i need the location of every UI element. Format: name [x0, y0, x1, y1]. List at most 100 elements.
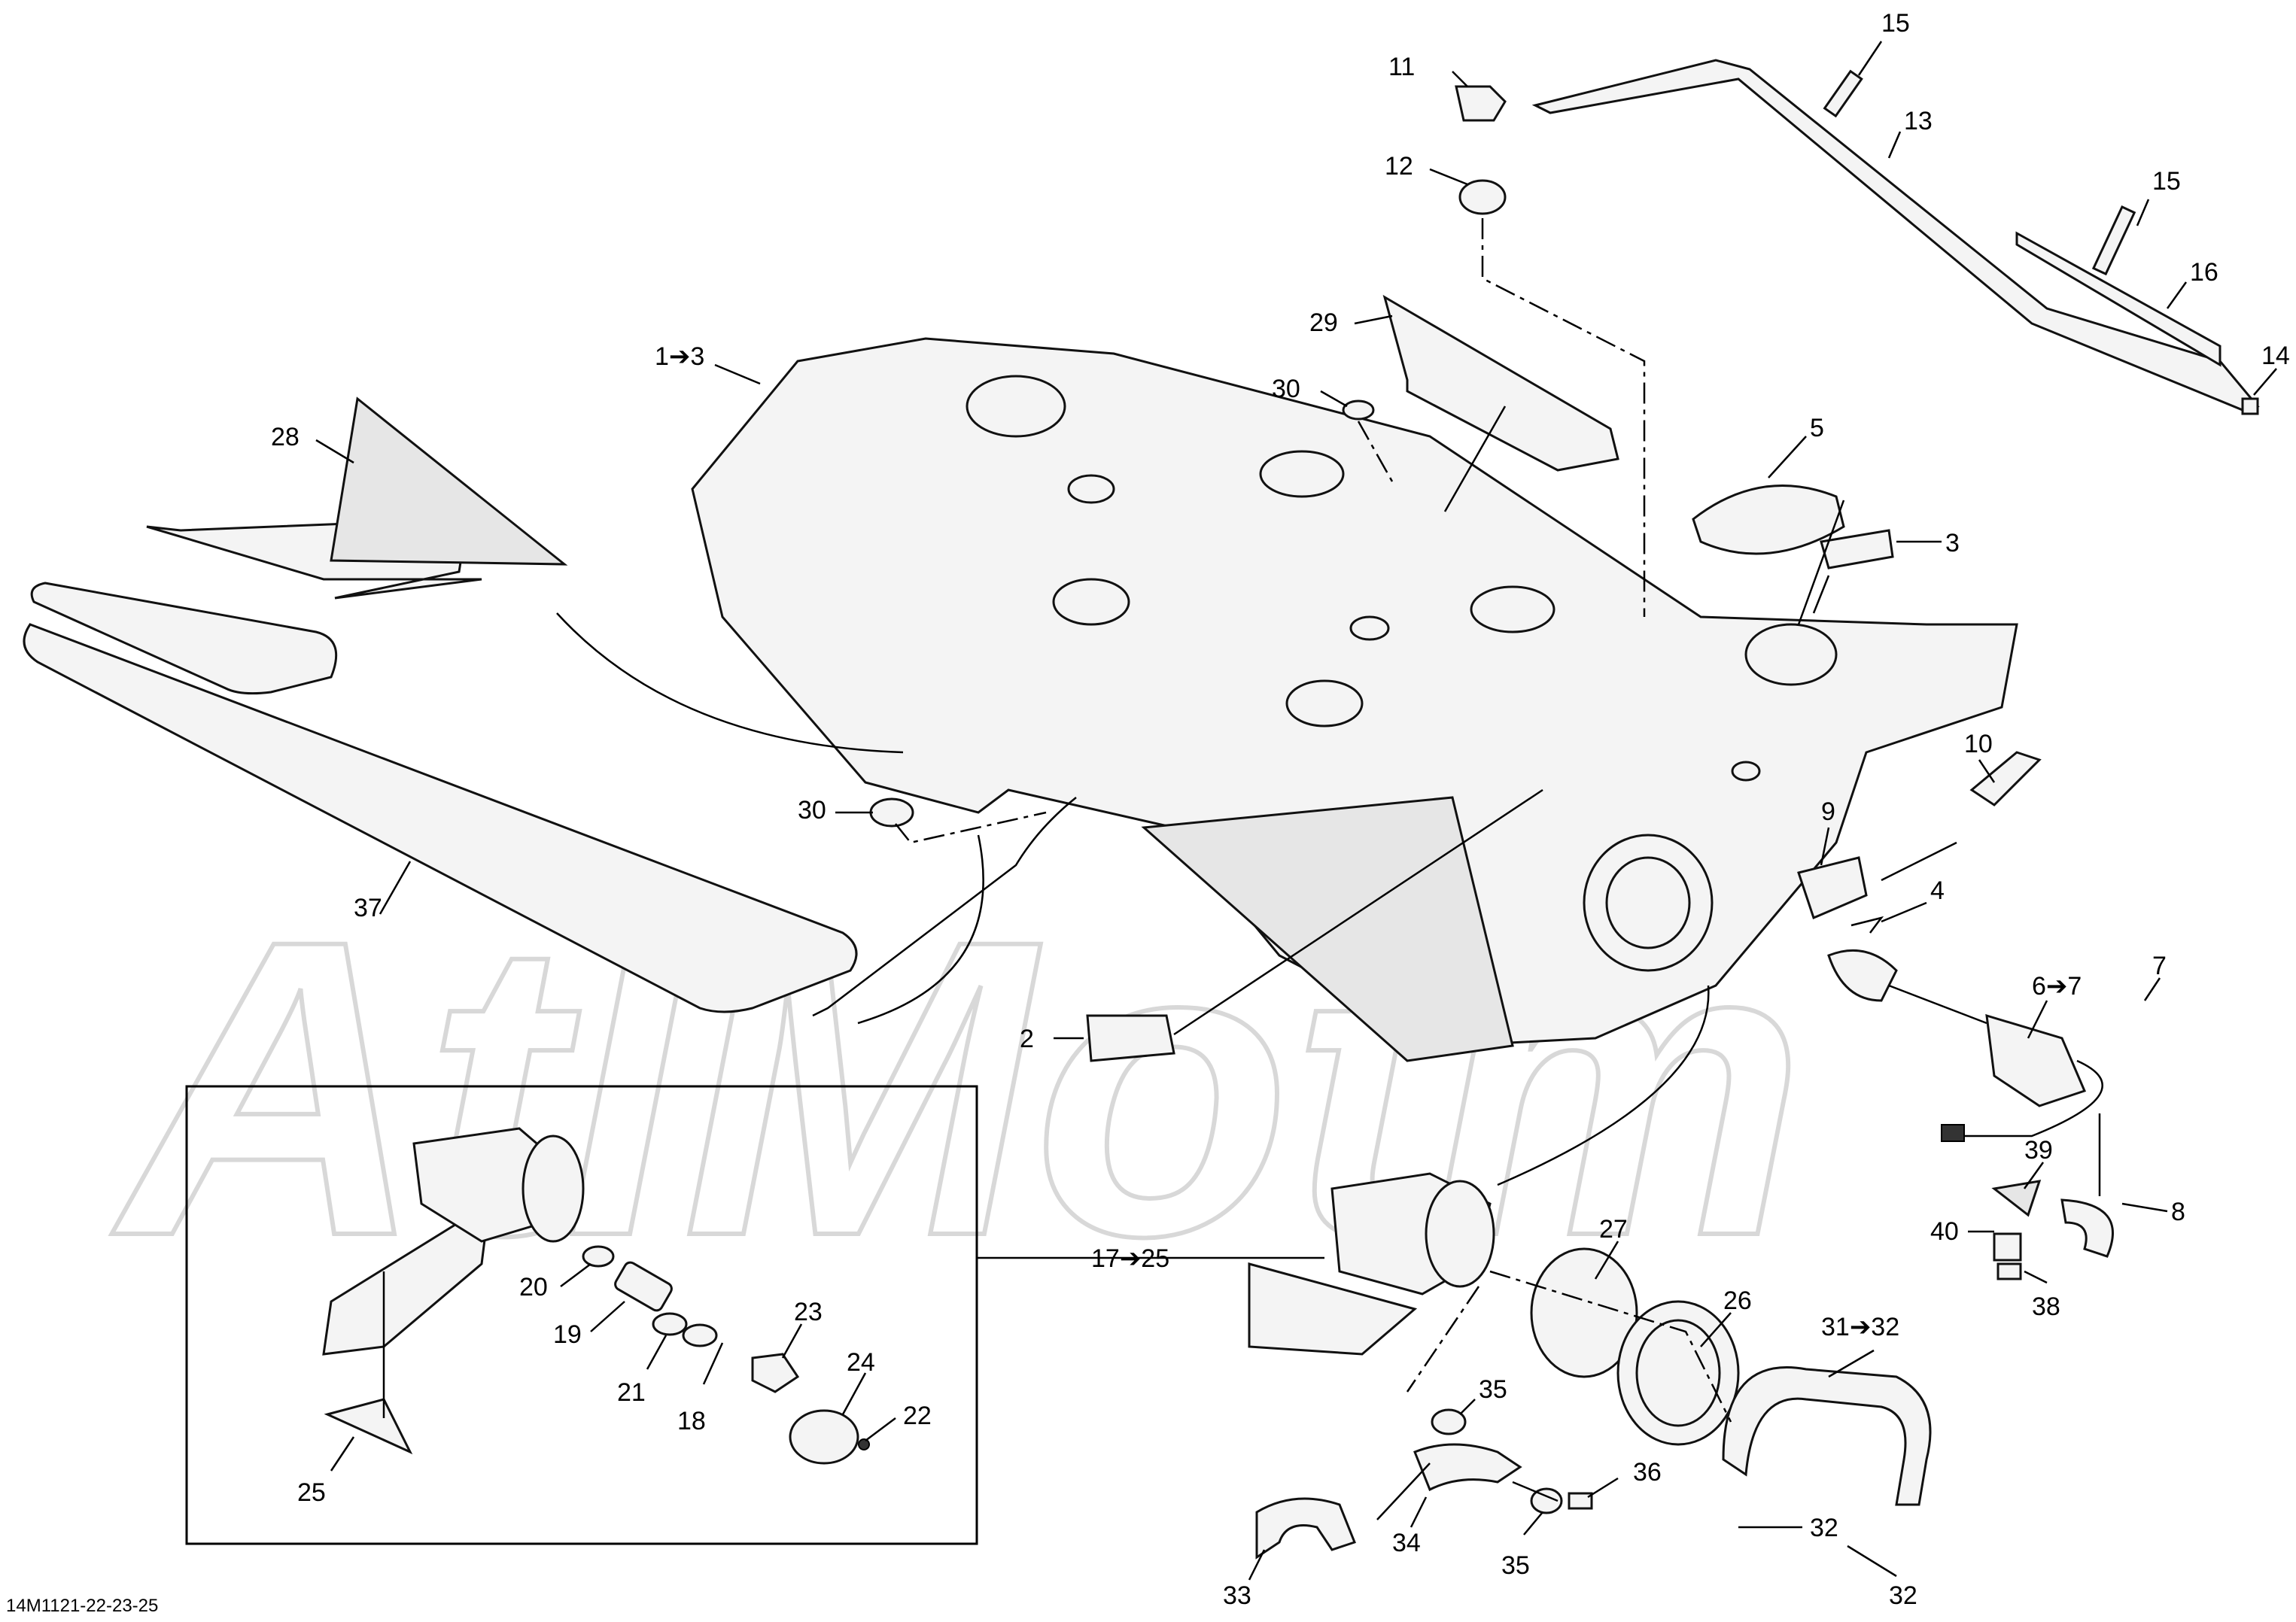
- leader-14: [2253, 368, 2277, 396]
- callout-32b: 32: [1889, 1581, 1917, 1610]
- grommet-30-top: [1342, 399, 1375, 421]
- callout-6-7: 6➔7: [2032, 972, 2082, 1001]
- callout-11: 11: [1388, 53, 1415, 81]
- leader-33: [1248, 1549, 1266, 1581]
- callout-33: 33: [1223, 1581, 1251, 1610]
- leader-32b: [1847, 1545, 1897, 1578]
- hose-31: [1722, 1366, 1932, 1506]
- gasket-10: [1969, 751, 2042, 806]
- sensor-wire: [1957, 1059, 2103, 1138]
- callout-31-32: 31➔32: [1821, 1313, 1899, 1341]
- callout-27: 27: [1599, 1215, 1628, 1244]
- arrow-3: [1812, 575, 1830, 614]
- leader-29: [1354, 314, 1393, 325]
- deflector-28-wing: [330, 396, 568, 566]
- leader-31: [1828, 1349, 1875, 1378]
- cover-25: [324, 1398, 413, 1455]
- hose-33: [1255, 1497, 1356, 1560]
- callout-29: 29: [1309, 308, 1338, 337]
- gasket-24: [789, 1409, 859, 1465]
- leader-11: [1452, 71, 1468, 87]
- arrow-33: [1376, 1463, 1431, 1520]
- o-ring-20: [582, 1245, 615, 1268]
- leader-8: [2121, 1202, 2168, 1213]
- inset-pump-flange: [522, 1134, 585, 1243]
- callout-5: 5: [1810, 414, 1824, 442]
- callout-39: 39: [2024, 1136, 2053, 1165]
- leader-dash-12: [1481, 218, 1646, 617]
- callout-12: 12: [1385, 152, 1413, 181]
- connector: [1941, 1124, 1965, 1142]
- callout-15a: 15: [1881, 9, 1910, 38]
- tank-mount-e: [1285, 679, 1364, 727]
- leader-23: [781, 1323, 803, 1359]
- callout-19: 19: [553, 1320, 582, 1349]
- leader-15b: [2136, 199, 2150, 226]
- cap-36: [1568, 1492, 1593, 1510]
- grommet-30-bottom: [869, 797, 914, 828]
- leader-24: [841, 1372, 867, 1415]
- clamp-35a: [1431, 1408, 1467, 1435]
- filler-neck: [1744, 623, 1838, 686]
- leader-35b: [1523, 1511, 1543, 1535]
- clamp-39: [1991, 1180, 2042, 1217]
- leader-34: [1410, 1496, 1428, 1528]
- hose-16: [2015, 231, 2221, 367]
- leader-18: [702, 1342, 724, 1385]
- callout-15b: 15: [2152, 167, 2181, 196]
- filter-19: [614, 1261, 673, 1312]
- arrow-pump: [1497, 985, 1710, 1186]
- leader-6: [2027, 1000, 2048, 1039]
- arrow-37: [812, 797, 1077, 1017]
- plug-3: [1820, 529, 1894, 570]
- leader-dash-30: [1357, 421, 1394, 482]
- callout-2: 2: [1020, 1025, 1034, 1053]
- deflector-29: [1382, 294, 1619, 472]
- pump-housing: [1248, 1262, 1418, 1356]
- document-code: 14M1121-22-23-25: [6, 1596, 158, 1616]
- leader-1: [714, 363, 761, 385]
- o-ring-18: [682, 1323, 718, 1347]
- float-6: [1827, 949, 1898, 1002]
- pad-small: [30, 582, 338, 695]
- tank-mount-b: [1052, 578, 1130, 626]
- callout-21: 21: [617, 1378, 646, 1407]
- callout-9: 9: [1821, 797, 1835, 826]
- vent-hose-13: [1531, 59, 2260, 412]
- arrow-37b: [857, 834, 984, 1025]
- leader-39: [2023, 1162, 2045, 1189]
- callout-8: 8: [2171, 1198, 2185, 1226]
- callout-40: 40: [1930, 1217, 1959, 1246]
- callout-32a: 32: [1810, 1514, 1838, 1542]
- leader-4: [1881, 901, 1927, 923]
- callout-26: 26: [1723, 1286, 1752, 1315]
- arrow-28: [556, 612, 904, 754]
- clamp-15b: [2091, 205, 2136, 276]
- leader-10: [1978, 759, 1996, 783]
- callout-24: 24: [847, 1348, 875, 1377]
- pad-large: [23, 623, 858, 1013]
- callout-22: 22: [903, 1402, 932, 1430]
- leader-16: [2166, 281, 2188, 309]
- callout-10: 10: [1964, 730, 1993, 758]
- inset-box: [185, 1085, 978, 1545]
- nut-38: [1996, 1262, 2022, 1280]
- screw-22: [858, 1438, 870, 1450]
- lock-ring-26-inner: [1635, 1319, 1721, 1427]
- tank-hole: [1067, 474, 1115, 504]
- fitting-14: [2241, 397, 2259, 415]
- tank-mount-c: [1259, 450, 1345, 498]
- callout-18: 18: [677, 1407, 706, 1435]
- leader-21: [646, 1335, 668, 1370]
- callout-7: 7: [2152, 952, 2167, 980]
- vent-valve-11: [1455, 85, 1507, 122]
- leader-27: [1594, 1241, 1619, 1280]
- filler-cap-5: [1692, 484, 1845, 555]
- leader-9: [1820, 827, 1830, 866]
- leader-26: [1700, 1312, 1732, 1347]
- callout-20: 20: [519, 1273, 548, 1302]
- heat-shield-mat-37: [23, 396, 858, 1013]
- leader-7: [2143, 977, 2161, 1001]
- leader-dash-35: [1406, 1286, 1480, 1393]
